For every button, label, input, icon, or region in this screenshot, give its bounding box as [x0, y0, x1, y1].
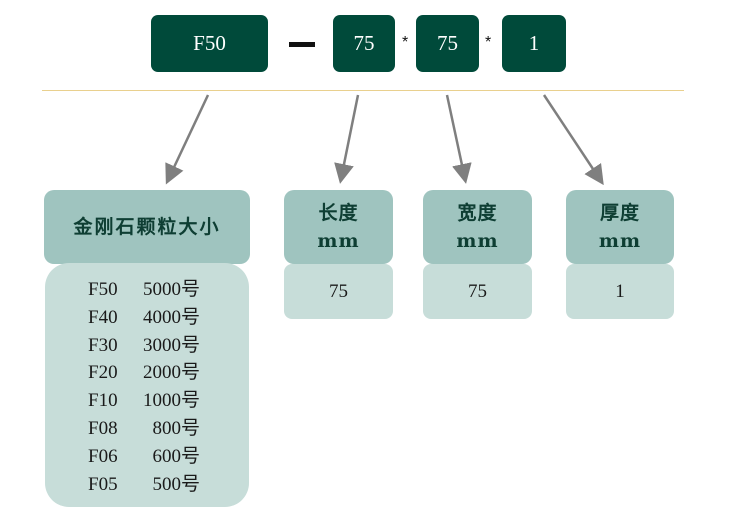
width-label: 宽度	[457, 202, 498, 224]
times-sign-1: *	[402, 34, 409, 51]
length-label: 长度	[318, 202, 359, 224]
grade-row: F06 600号	[88, 443, 200, 471]
length-header: 长度 mm	[284, 190, 393, 264]
code-thickness-text: 1	[528, 31, 540, 55]
grade-code: F50	[88, 279, 118, 300]
grade-mesh: 800号	[152, 417, 200, 439]
thickness-unit: mm	[598, 230, 642, 252]
grade-mesh: 3000号	[142, 334, 200, 356]
code-length-text: 75	[353, 31, 375, 55]
grade-list: F50 5000号 F40 4000号 F30 3000号 F20 2000号 F10 1000号…	[88, 276, 200, 498]
grit-size-header: 金刚石颗粒大小	[44, 190, 250, 264]
length-value-box: 75	[284, 264, 393, 319]
width-value: 75	[468, 280, 487, 302]
code-box-width: 75	[416, 15, 479, 72]
arrow-grit	[165, 94, 210, 185]
grade-code: F40	[88, 306, 118, 328]
grade-code: F08	[88, 417, 118, 439]
arrow-width	[445, 94, 472, 184]
grade-row: F08 800号	[88, 415, 200, 443]
arrow-thickness	[542, 94, 604, 186]
code-box-grit: F50	[151, 15, 268, 72]
grade-code: F05	[88, 473, 118, 495]
grade-mesh: 500号	[152, 473, 200, 495]
grade-code: F20	[88, 362, 118, 384]
grade-row: F50 5000号	[88, 276, 200, 304]
grade-code: F10	[88, 390, 118, 412]
grade-row: F05 500号	[88, 471, 200, 499]
code-box-thickness: 1	[502, 15, 566, 72]
grit-size-label: 金刚石颗粒大小	[73, 216, 221, 238]
arrow-length	[334, 94, 360, 184]
grade-code: F06	[88, 445, 118, 467]
length-unit: mm	[317, 230, 360, 252]
grade-row: F20 2000号	[88, 359, 200, 387]
width-value-box: 75	[423, 264, 532, 319]
grade-list-box	[45, 263, 249, 507]
grade-row: F10 1000号	[88, 387, 200, 415]
thickness-value: 1	[615, 280, 625, 302]
code-dash	[289, 42, 315, 47]
grade-mesh: 1000号	[142, 390, 200, 412]
grade-row: F30 3000号	[88, 332, 200, 360]
thickness-label: 厚度	[599, 202, 640, 224]
code-width-text: 75	[437, 31, 458, 55]
grade-mesh: 5000号	[142, 279, 200, 300]
length-value: 75	[329, 280, 348, 302]
code-grit-text: F50	[193, 31, 226, 55]
grade-row: F40 4000号	[88, 304, 200, 332]
grade-mesh: 4000号	[142, 306, 200, 328]
code-box-length: 75	[333, 15, 395, 72]
thickness-header: 厚度 mm	[566, 190, 674, 264]
grade-mesh: 2000号	[142, 362, 200, 384]
width-unit: mm	[456, 230, 499, 252]
thickness-value-box: 1	[566, 264, 674, 319]
grade-mesh: 600号	[152, 445, 200, 467]
width-header: 宽度 mm	[423, 190, 532, 264]
divider-line	[42, 90, 684, 91]
times-sign-2: *	[485, 34, 492, 51]
grade-code: F30	[88, 334, 118, 356]
